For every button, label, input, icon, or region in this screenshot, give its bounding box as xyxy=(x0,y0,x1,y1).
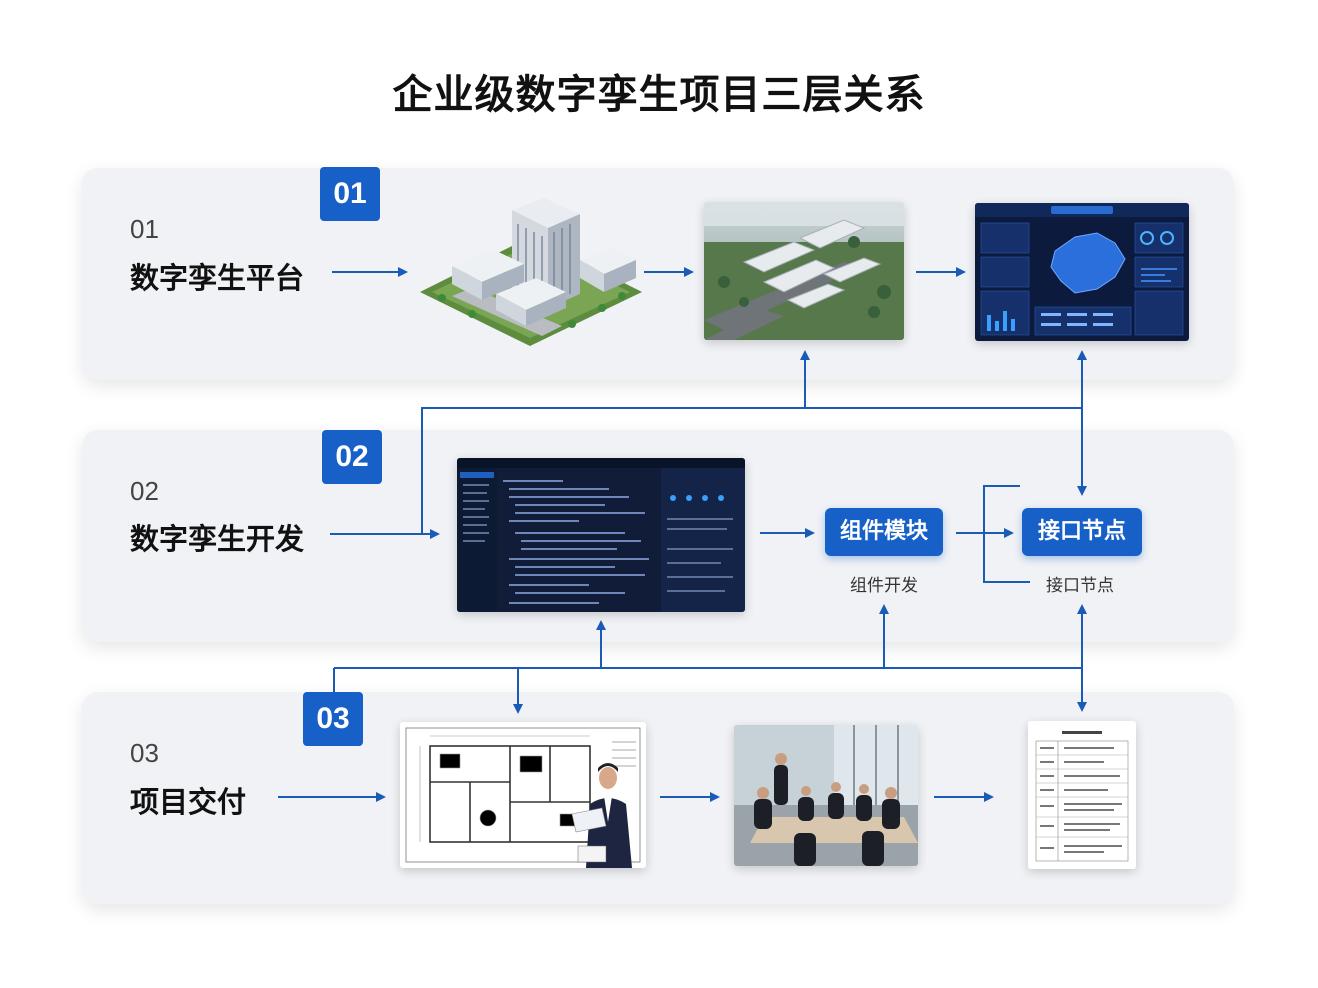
code-editor-icon xyxy=(457,458,745,612)
layer-number-03: 03 xyxy=(130,738,159,768)
meeting-photo-icon xyxy=(734,725,918,866)
interface-node: 接口节点 xyxy=(1022,508,1142,556)
layer-badge-03: 03 xyxy=(303,692,363,746)
document-icon xyxy=(1028,721,1136,869)
layer-name-platform: 数字孪生平台 xyxy=(130,261,305,295)
component-module-node: 组件模块 xyxy=(825,508,943,556)
dashboard-map-icon xyxy=(975,203,1189,341)
page-title: 企业级数字孪生项目三层关系 xyxy=(392,72,926,118)
layer-number-02: 02 xyxy=(130,476,159,506)
aerial-campus-icon xyxy=(704,202,904,340)
floor-plan-icon xyxy=(400,722,646,868)
layer-name-delivery: 项目交付 xyxy=(130,785,247,819)
layer-number-01: 01 xyxy=(130,214,159,244)
interface-node-label: 接口节点 xyxy=(1046,576,1114,596)
building-3d-icon xyxy=(412,196,648,348)
layer-name-development: 数字孪生开发 xyxy=(130,522,305,556)
layer-badge-02: 02 xyxy=(322,430,382,484)
layer-badge-01: 01 xyxy=(320,167,380,221)
component-dev-label: 组件开发 xyxy=(850,576,918,596)
